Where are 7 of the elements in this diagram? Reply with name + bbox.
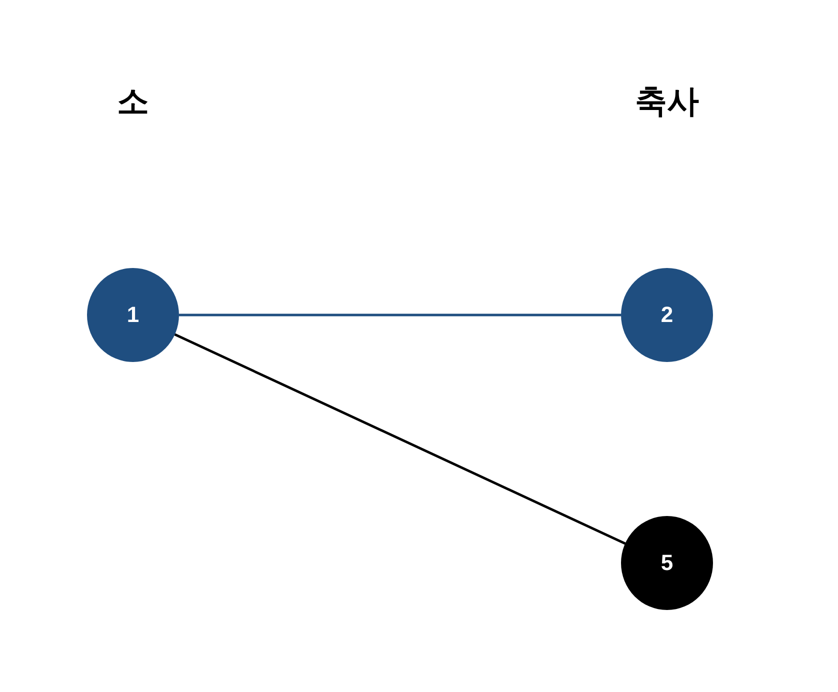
connector-line bbox=[174, 333, 626, 545]
number-circle: 5 bbox=[621, 516, 713, 610]
column-heading: 소 bbox=[117, 81, 149, 122]
connector-line bbox=[179, 314, 621, 316]
column-heading: 축사 bbox=[635, 81, 699, 122]
number-circle: 1 bbox=[87, 268, 179, 362]
number-circle: 2 bbox=[621, 268, 713, 362]
